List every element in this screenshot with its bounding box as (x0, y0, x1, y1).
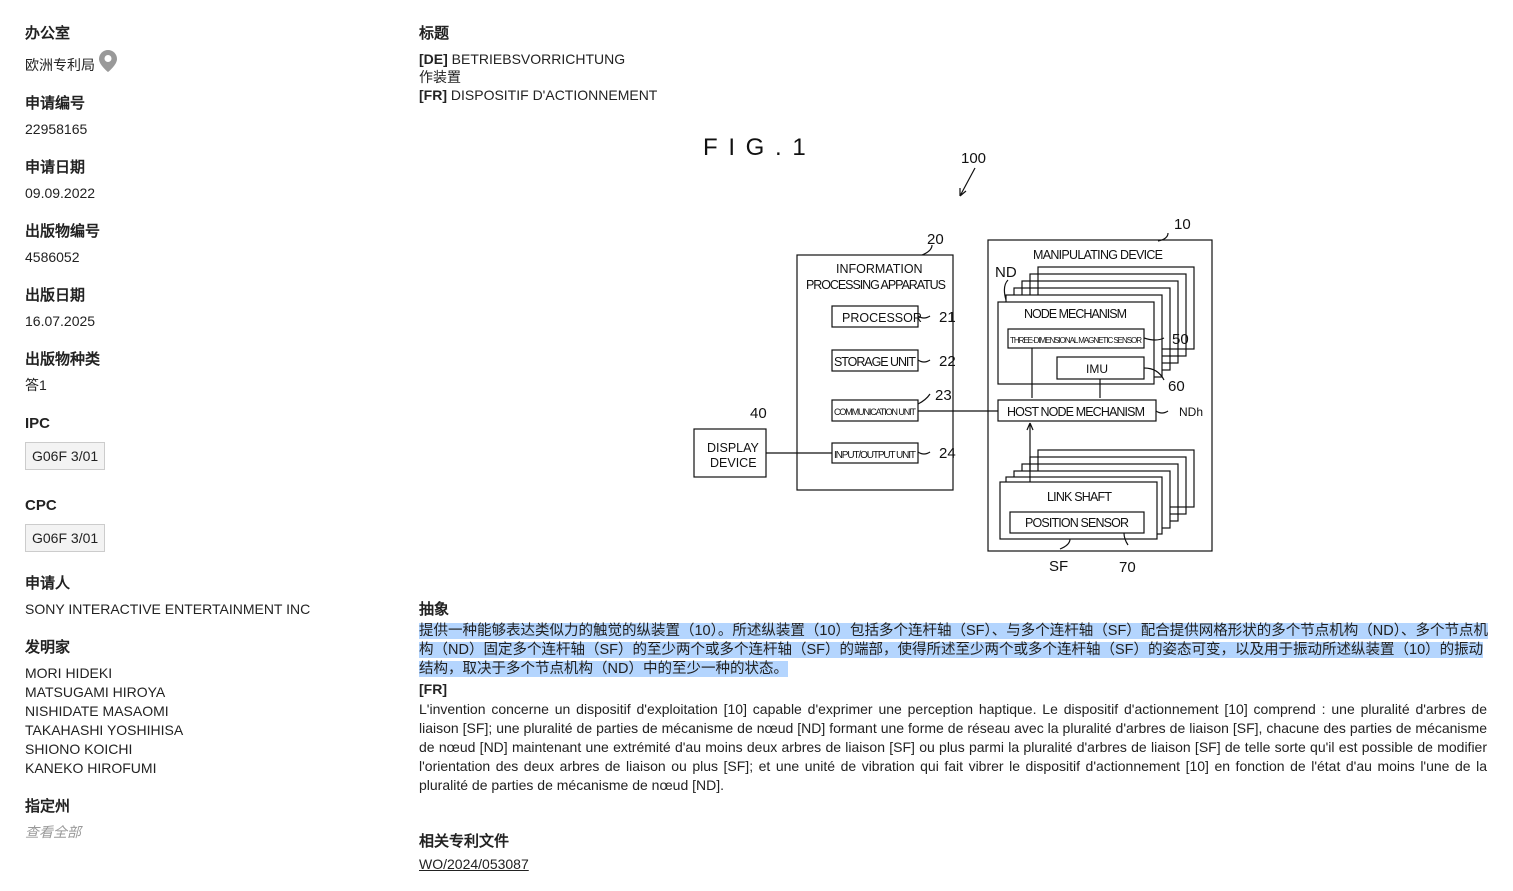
office-section: 办公室 欧洲专利局 (25, 24, 385, 75)
ref-label: 100 (961, 150, 986, 167)
publication-date-label: 出版日期 (25, 287, 86, 304)
inventors-section: 发明家 MORI HIDEKI MATSUGAMI HIROYA NISHIDA… (25, 638, 385, 778)
lang-tag: [FR] (419, 87, 447, 103)
ref-label: NDh (1179, 405, 1203, 419)
inventors-label: 发明家 (25, 639, 71, 656)
related-document-link[interactable]: WO/2024/053087 (419, 856, 529, 872)
block-label: THREE-DIMENSIONAL MAGNETIC SENSOR (1010, 336, 1142, 345)
block-label: NODE MECHANISM (1024, 307, 1127, 321)
abstract-label: 抽象 (419, 601, 450, 618)
block-label: HOST NODE MECHANISM (1007, 405, 1145, 419)
ipc-section: IPC G06F 3/01 (25, 414, 385, 470)
office-value: 欧洲专利局 (25, 57, 95, 73)
publication-kind-label: 出版物种类 (25, 351, 101, 368)
application-date-label: 申请日期 (25, 159, 86, 176)
title-text: DISPOSITIF D'ACTIONNEMENT (450, 87, 658, 103)
application-number-section: 申请编号 22958165 (25, 94, 385, 139)
fig-label: F I G . 1 (703, 134, 808, 161)
abstract-fr-text: L'invention concerne un dispositif d'exp… (419, 701, 1487, 793)
block-label: PROCESSOR (842, 311, 922, 325)
abstract-fr-tag: [FR] (419, 681, 447, 697)
ref-label: 23 (935, 387, 952, 404)
publication-kind-section: 出版物种类 答1 (25, 350, 385, 395)
ref-label: 20 (927, 231, 944, 248)
lang-tag: [DE] (419, 51, 448, 67)
publication-kind-value: 答1 (25, 377, 47, 393)
publication-date-section: 出版日期 16.07.2025 (25, 286, 385, 331)
block-label: POSITION SENSOR (1025, 516, 1129, 530)
ref-label: 21 (939, 309, 956, 326)
ref-label: 22 (939, 353, 956, 370)
patent-figure: F I G . 1 100 10 20 21 22 23 24 40 50 60… (693, 134, 1213, 576)
application-number-label: 申请编号 (25, 95, 86, 112)
bibliographic-sidebar: 办公室 欧洲专利局 申请编号 22958165 申请日期 09.09.2022 … (25, 24, 385, 861)
ref-label: 10 (1174, 216, 1191, 233)
application-date-value: 09.09.2022 (25, 185, 96, 201)
title-de: [DE] BETRIEBSVORRICHTUNG (419, 50, 1487, 68)
ref-label: 24 (939, 445, 956, 462)
ref-label: SF (1049, 558, 1068, 575)
application-date-section: 申请日期 09.09.2022 (25, 158, 385, 203)
block-label: MANIPULATING DEVICE (1033, 248, 1163, 262)
publication-date-value: 16.07.2025 (25, 313, 96, 329)
block-label: LINK SHAFT (1047, 490, 1112, 504)
ref-label: 40 (750, 405, 767, 422)
inventor-item: MORI HIDEKI (25, 665, 113, 681)
ipc-label: IPC (25, 415, 51, 432)
abstract-zh-text: 提供一种能够表达类似力的触觉的纵装置（10）。所述纵装置（10）包括多个连杆轴（… (419, 623, 1489, 677)
publication-number-section: 出版物编号 4586052 (25, 222, 385, 267)
inventor-item: MATSUGAMI HIROYA (25, 684, 166, 700)
ref-label: 50 (1172, 331, 1189, 348)
title-label: 标题 (419, 25, 450, 42)
inventor-item: NISHIDATE MASAOMI (25, 703, 169, 719)
cpc-label: CPC (25, 497, 57, 514)
block-label: INPUT/OUTPUT UNIT (834, 450, 916, 461)
applicant-value: SONY INTERACTIVE ENTERTAINMENT INC (25, 601, 311, 617)
ref-label: 70 (1119, 559, 1136, 576)
map-pin-icon[interactable] (99, 50, 117, 72)
block-label: PROCESSING APPARATUS (806, 278, 946, 292)
block-label: STORAGE UNIT (834, 355, 916, 369)
title-zh: 作装置 (419, 69, 461, 85)
application-number-value: 22958165 (25, 121, 88, 137)
inventor-item: KANEKO HIROFUMI (25, 760, 157, 776)
cpc-chip[interactable]: G06F 3/01 (25, 524, 106, 552)
publication-number-label: 出版物编号 (25, 223, 101, 240)
related-documents-label: 相关专利文件 (419, 833, 510, 850)
ipc-chip[interactable]: G06F 3/01 (25, 442, 106, 470)
title-text: BETRIEBSVORRICHTUNG (451, 51, 626, 67)
designated-states-section: 指定州 查看全部 (25, 797, 385, 842)
designated-states-label: 指定州 (25, 798, 71, 815)
ref-label: ND (995, 264, 1017, 281)
cpc-section: CPC G06F 3/01 (25, 496, 385, 552)
block-label: IMU (1086, 362, 1108, 376)
block-label: DISPLAY (707, 441, 760, 455)
ref-label: 60 (1168, 378, 1185, 395)
publication-number-value: 4586052 (25, 249, 80, 265)
main-content: 标题 [DE] BETRIEBSVORRICHTUNG 作装置 [FR] DIS… (419, 24, 1487, 104)
applicant-section: 申请人 SONY INTERACTIVE ENTERTAINMENT INC (25, 574, 385, 619)
inventor-item: SHIONO KOICHI (25, 741, 133, 757)
inventor-item: TAKAHASHI YOSHIHISA (25, 722, 184, 738)
block-label: INFORMATION (836, 262, 923, 276)
abstract-zh: 提供一种能够表达类似力的触觉的纵装置（10）。所述纵装置（10）包括多个连杆轴（… (419, 622, 1489, 679)
block-label: DEVICE (710, 456, 757, 470)
office-label: 办公室 (25, 25, 71, 42)
block-label: COMMUNICATION UNIT (834, 407, 917, 417)
view-all-link[interactable]: 查看全部 (25, 824, 81, 840)
title-fr: [FR] DISPOSITIF D'ACTIONNEMENT (419, 86, 1487, 104)
applicant-label: 申请人 (25, 575, 71, 592)
